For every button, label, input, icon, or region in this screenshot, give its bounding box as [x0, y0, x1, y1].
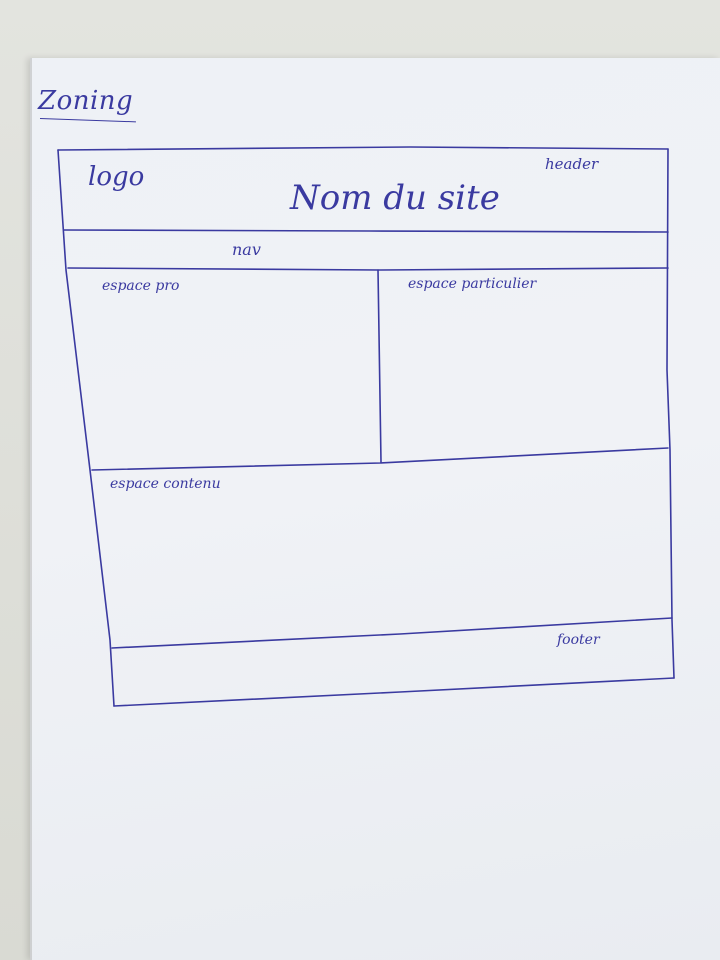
zone-pro-label: espace pro: [102, 278, 180, 294]
footer-divider: [111, 617, 673, 649]
sketch-title: Zoning: [38, 86, 134, 116]
nav-divider: [67, 267, 669, 271]
logo-label: logo: [88, 162, 145, 192]
paper-edge: [30, 58, 32, 960]
header-divider: [63, 229, 669, 233]
zone-divider-vertical: [377, 269, 382, 463]
zone-contenu-label: espace contenu: [110, 476, 221, 492]
nav-zone-label: nav: [232, 240, 261, 259]
paper-sheet: [30, 58, 720, 960]
outer-frame-top: [57, 146, 669, 151]
site-name-label: Nom du site: [290, 178, 500, 218]
header-zone-label: header: [545, 155, 599, 173]
zones-bottom-divider: [91, 447, 669, 471]
outer-frame-bottom: [113, 677, 675, 707]
footer-zone-label: footer: [557, 632, 600, 648]
outer-frame-left: [57, 149, 115, 707]
outer-frame-right: [666, 148, 675, 679]
zone-particulier-label: espace particulier: [408, 276, 537, 292]
